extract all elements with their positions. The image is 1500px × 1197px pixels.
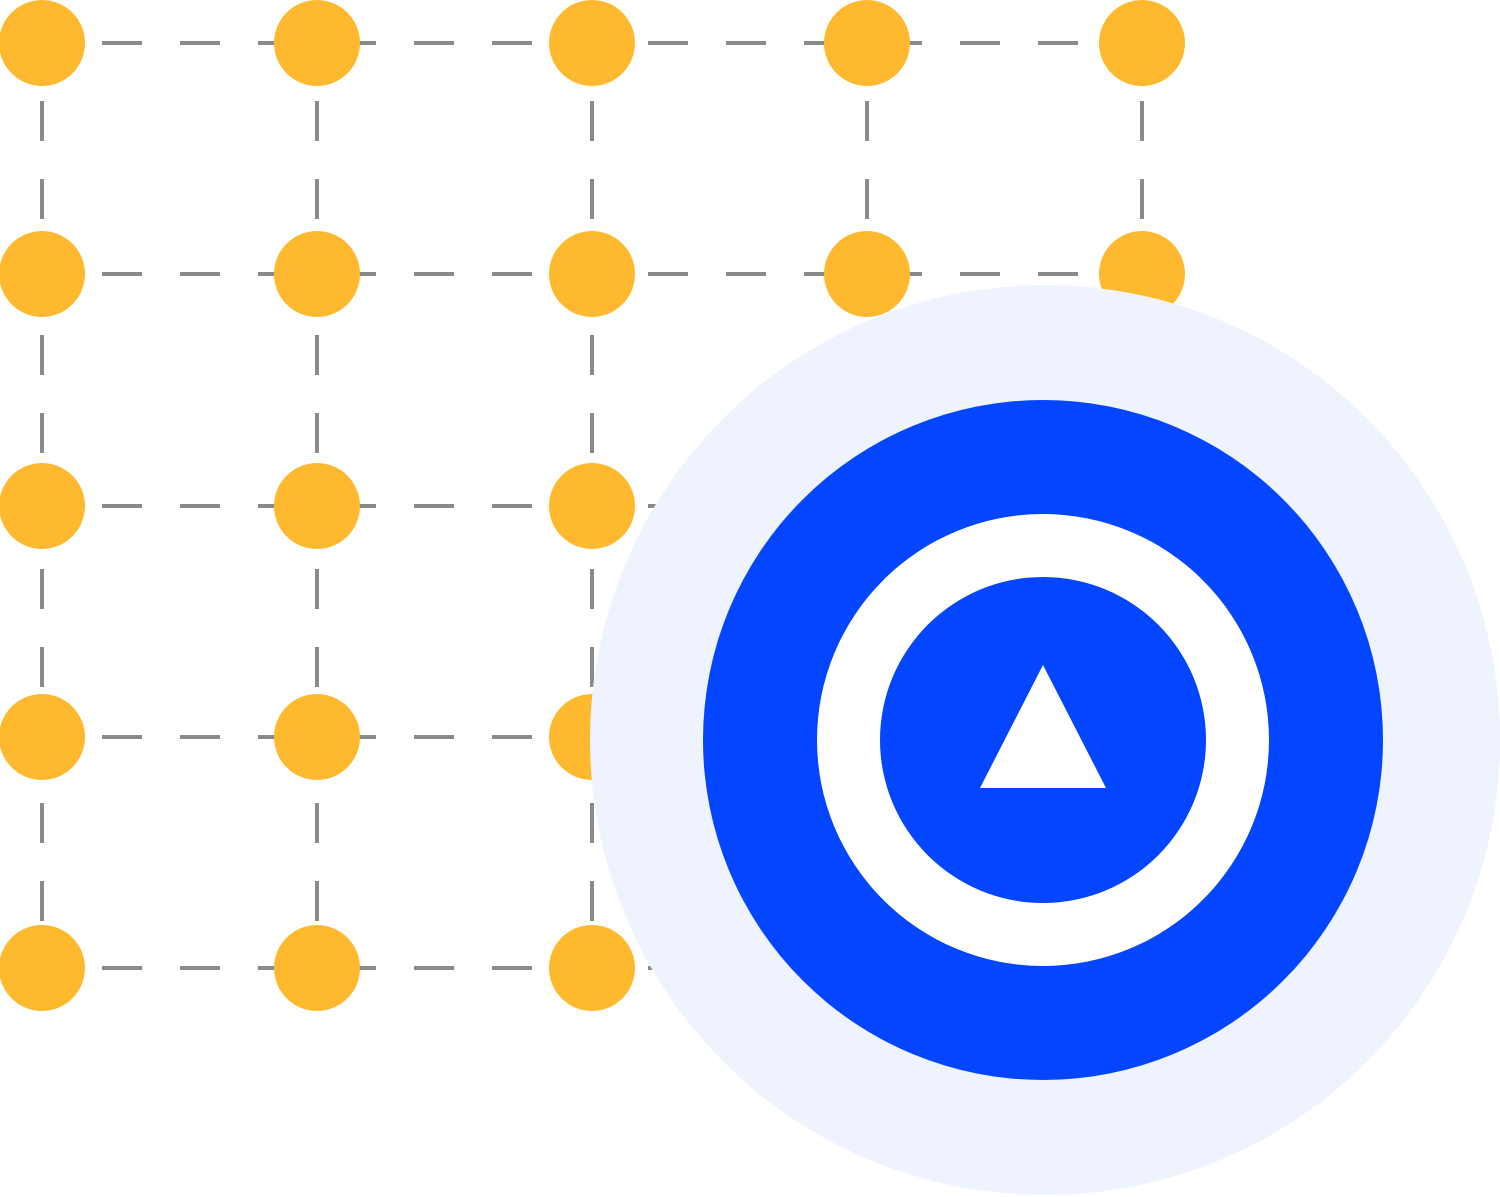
dot-grid-node [0, 463, 85, 549]
dot-grid-node [274, 463, 360, 549]
dot-grid-node [824, 0, 910, 86]
dot-grid-node [274, 231, 360, 317]
dot-grid-node [549, 463, 635, 549]
dot-grid [0, 0, 1185, 1011]
dot-grid-node [0, 231, 85, 317]
dot-grid-node [549, 231, 635, 317]
dot-grid-node [0, 925, 85, 1011]
dot-grid-node [274, 0, 360, 86]
dot-grid-node [1099, 0, 1185, 86]
up-triangle-icon [980, 665, 1106, 788]
dot-grid-node [274, 925, 360, 1011]
dot-grid-node [0, 694, 85, 780]
dot-grid-node [824, 231, 910, 317]
dot-grid-node [274, 694, 360, 780]
dot-grid-node [549, 0, 635, 86]
dot-grid-node [0, 0, 85, 86]
dot-grid-node [549, 925, 635, 1011]
blue-target-ring-icon [703, 400, 1383, 1080]
